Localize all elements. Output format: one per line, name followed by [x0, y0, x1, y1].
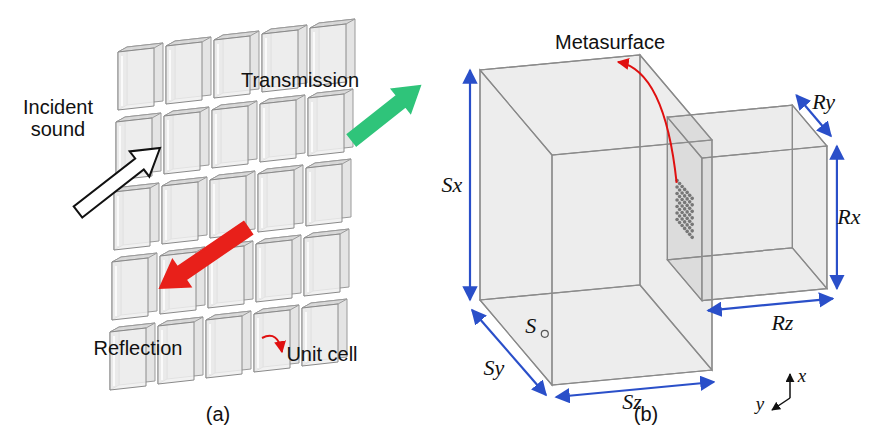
panel-label: (b): [634, 403, 658, 425]
unit-cell-tile: [114, 183, 159, 250]
point-source: [541, 330, 548, 337]
simulation-domain: [470, 55, 837, 410]
metasurface-cell: [680, 191, 684, 195]
unit-cell-tile: [256, 235, 301, 302]
metasurface-cell: [675, 198, 679, 202]
unit-cell-tile: [260, 95, 305, 162]
incident-label: Incident sound: [12, 96, 104, 140]
metasurface-cell: [685, 230, 689, 234]
metasurface-cell: [690, 210, 694, 214]
unit-cell-tile: [164, 107, 209, 174]
metasurface-cell: [688, 233, 692, 237]
unit-cell-label: Unit cell: [286, 343, 357, 365]
incident-arrow: [74, 148, 160, 218]
transmission-label: Transmission: [241, 69, 359, 91]
dimension-label: Rz: [771, 311, 793, 335]
metasurface-cell: [690, 197, 694, 201]
wave-arrows: [74, 86, 420, 352]
metasurface-cell: [678, 182, 682, 186]
metasurface-cell: [683, 194, 687, 198]
unit-cell-tile: [112, 253, 157, 320]
axis-arrow: [789, 374, 791, 398]
metasurface-cell: [680, 185, 684, 189]
metasurface-cell: [683, 214, 687, 218]
leader-arrow: [618, 62, 677, 183]
metasurface-cell: [675, 218, 679, 222]
metasurface-cell: [683, 207, 687, 211]
metasurface-cell: [688, 220, 692, 224]
metasurface-cell: [683, 227, 687, 231]
metasurface-cell: [680, 198, 684, 202]
dimension-arrow: [708, 299, 833, 311]
metasurface-cell: [685, 197, 689, 201]
metasurface-cell: [680, 211, 684, 215]
metasurface-cell: [680, 204, 684, 208]
metasurface-cell: [688, 213, 692, 217]
dimension-label: Sy: [484, 356, 505, 380]
receiving-domain-face: [667, 248, 827, 301]
metasurface-cell: [685, 204, 689, 208]
metasurface-cell: [683, 188, 687, 192]
unit-cell-tile: [212, 101, 257, 168]
metasurface-cell: [675, 185, 679, 189]
metasurface-cell: [678, 195, 682, 199]
metasurface-cell: [688, 226, 692, 230]
unit-cell-tile: [304, 229, 349, 296]
metasurface-cell: [675, 205, 679, 209]
metasurface-cell: [690, 216, 694, 220]
metasurface-cell: [680, 224, 684, 228]
metasurface-cell: [690, 203, 694, 207]
dimension-label: Ry: [812, 90, 835, 114]
metasurface-cell: [685, 223, 689, 227]
metasurface-cell: [685, 191, 689, 195]
metasurface-cell: [675, 192, 679, 196]
axis-label: x: [798, 366, 806, 387]
metasurface-cell: [688, 207, 692, 211]
leader-arrow: [262, 336, 282, 352]
dimension-arrow: [472, 310, 546, 395]
unit-cell-tile: [308, 89, 353, 156]
metasurface-cell: [678, 201, 682, 205]
metasurface-cell: [683, 220, 687, 224]
metasurface-cell: [675, 211, 679, 215]
metasurface-cell: [678, 221, 682, 225]
unit-cell-tile: [166, 37, 211, 104]
unit-cell-tile: [258, 165, 303, 232]
metasurface-cell: [683, 201, 687, 205]
source-label: S: [525, 314, 536, 338]
reflection-arrow: [160, 222, 252, 288]
metasurface-cell: [688, 200, 692, 204]
metasurface-cell: [678, 188, 682, 192]
dimension-label: Rx: [837, 205, 860, 229]
metasurface-cell: [678, 208, 682, 212]
dimension-arrow: [469, 70, 471, 300]
metasurface-cell: [690, 229, 694, 233]
dimension-label: Sx: [442, 173, 463, 197]
unit-cell-tile: [118, 43, 163, 110]
panel-label: (a): [206, 403, 230, 425]
metasurface-cell: [685, 217, 689, 221]
metasurface-cell: [685, 210, 689, 214]
receiving-domain-face: [667, 105, 827, 158]
metasurface-cell: [690, 236, 694, 240]
axis-label: y: [756, 394, 764, 415]
metasurface-cell: [680, 217, 684, 221]
axis-arrow: [772, 398, 790, 410]
metasurface-cell: [690, 223, 694, 227]
metasurface-cell: [678, 214, 682, 218]
transmission-arrow: [348, 86, 420, 145]
reflection-label: Reflection: [94, 337, 183, 359]
unit-cell-tile: [162, 177, 207, 244]
metasurface-cell: [688, 194, 692, 198]
unit-cell-tile: [206, 311, 251, 378]
metasurface-label: Metasurface: [555, 31, 665, 53]
unit-cell-tile: [306, 159, 351, 226]
